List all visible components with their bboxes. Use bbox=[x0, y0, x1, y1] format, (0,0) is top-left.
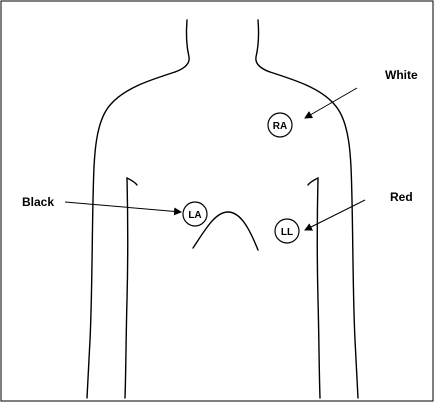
electrode-ra-label: RA bbox=[273, 121, 287, 132]
neck-left-outline bbox=[175, 20, 189, 72]
right-inner-arm-outline bbox=[317, 178, 320, 398]
neck-right-outline bbox=[256, 20, 270, 72]
electrode-la-label: LA bbox=[188, 210, 201, 221]
right-armpit-crease bbox=[308, 178, 318, 185]
red-wire-arrow bbox=[305, 200, 365, 230]
red-wire-label: Red bbox=[390, 190, 413, 204]
white-wire-label: White bbox=[385, 68, 418, 82]
black-wire-label: Black bbox=[22, 195, 54, 209]
left-inner-arm-outline bbox=[125, 178, 128, 398]
electrode-ra: RA bbox=[268, 113, 292, 137]
electrode-ll-label: LL bbox=[281, 227, 293, 238]
left-arm-outer-outline bbox=[87, 72, 175, 398]
black-wire-arrow bbox=[65, 202, 181, 212]
white-wire-arrow bbox=[305, 88, 357, 118]
electrode-la: LA bbox=[183, 202, 207, 226]
electrode-ll: LL bbox=[275, 219, 299, 243]
left-armpit-crease bbox=[127, 178, 137, 185]
